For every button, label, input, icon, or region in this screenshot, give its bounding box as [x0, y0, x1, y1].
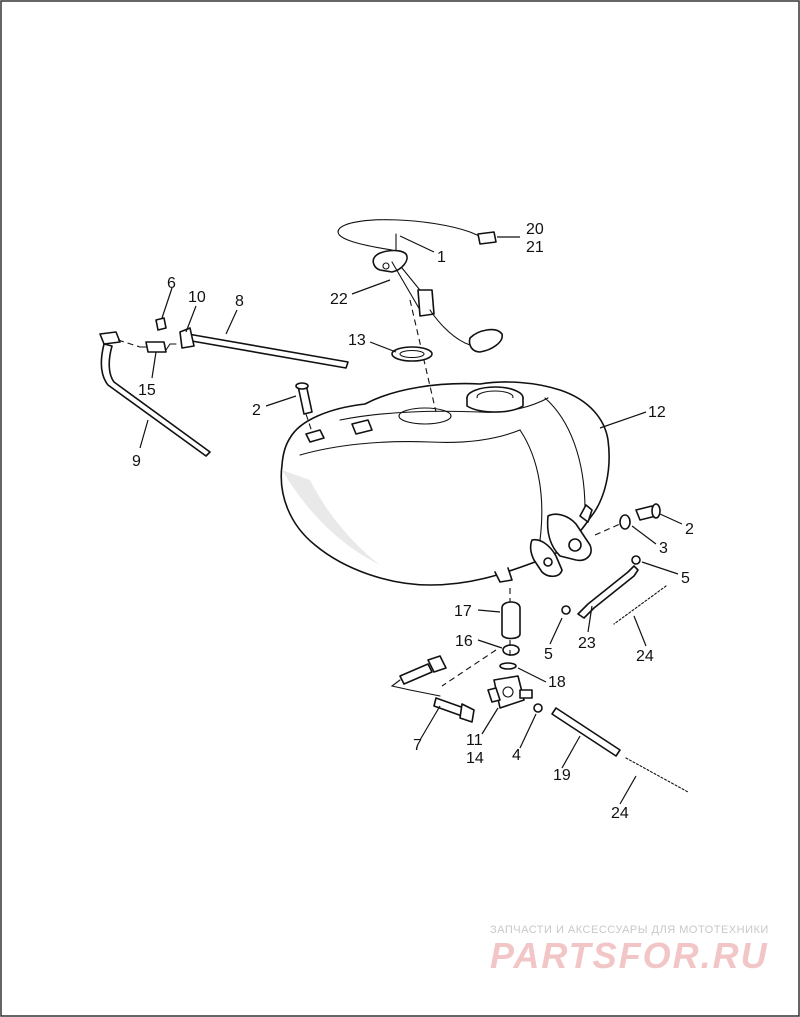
callout-20: 20 — [526, 221, 544, 238]
callout-15: 15 — [138, 382, 156, 399]
watermark: ЗАПЧАСТИ И АКСЕССУАРЫ ДЛЯ МОТОТЕХНИКИ PA… — [490, 924, 769, 976]
pump-gasket — [391, 346, 433, 362]
callout-13: 13 — [348, 332, 366, 349]
fuel-tank — [280, 381, 610, 586]
callout-6: 6 — [167, 275, 176, 292]
callout-22: 22 — [330, 291, 348, 308]
callout-7: 7 — [413, 737, 422, 754]
callout-2-front: 2 — [252, 402, 261, 419]
tank-mount-screw-front — [295, 382, 313, 433]
callout-11: 11 — [466, 732, 483, 749]
fuel-level-sender — [337, 219, 503, 413]
callout-12: 12 — [648, 404, 666, 421]
callout-leaders — [139, 235, 683, 805]
callout-19: 19 — [553, 767, 571, 784]
callout-labels: 1 20 21 22 6 10 8 15 9 13 2 12 2 3 5 17 … — [132, 221, 694, 822]
callout-21: 21 — [526, 239, 544, 256]
vent-line-assembly — [99, 317, 349, 457]
callout-9: 9 — [132, 453, 141, 470]
watermark-logo: PARTSFOR.RU — [490, 935, 769, 976]
callout-2-rear: 2 — [685, 521, 694, 538]
callout-5-lower: 5 — [544, 646, 553, 663]
callout-24-upper: 24 — [636, 648, 654, 665]
callout-5-upper: 5 — [681, 570, 690, 587]
callout-1: 1 — [437, 249, 446, 266]
callout-23: 23 — [578, 635, 596, 652]
watermark-tagline: ЗАПЧАСТИ И АКСЕССУАРЫ ДЛЯ МОТОТЕХНИКИ — [490, 924, 769, 936]
callout-16: 16 — [455, 633, 473, 650]
callout-3: 3 — [659, 540, 668, 557]
fuel-supply-hose — [551, 707, 689, 793]
callout-10: 10 — [188, 289, 206, 306]
callout-18: 18 — [548, 674, 566, 691]
callout-17: 17 — [454, 603, 472, 620]
tank-mount-screw-rear — [594, 503, 661, 536]
callout-8: 8 — [235, 293, 244, 310]
callout-4: 4 — [512, 747, 521, 764]
crossover-hose-upper — [561, 555, 667, 625]
callout-24-lower: 24 — [611, 805, 629, 822]
fuel-petcock-assembly — [390, 588, 543, 723]
callout-14: 14 — [466, 750, 484, 767]
